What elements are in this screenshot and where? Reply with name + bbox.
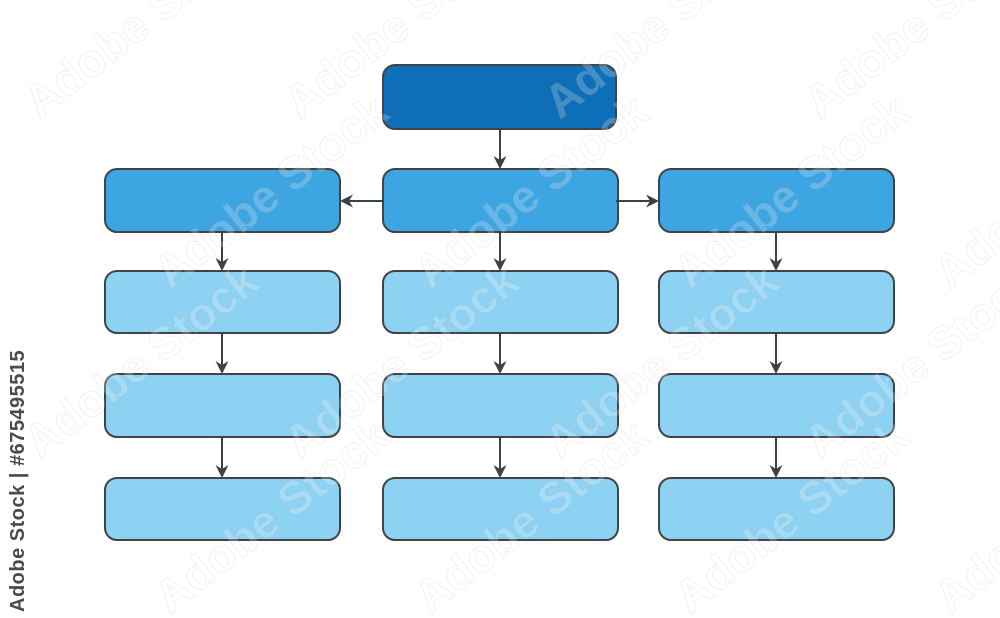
flow-arrowhead bbox=[493, 258, 507, 271]
flow-arrowhead bbox=[215, 361, 229, 374]
flowchart-box-center-step-1 bbox=[382, 270, 619, 334]
flow-arrowhead bbox=[493, 465, 507, 478]
flowchart-box-right-step-2 bbox=[658, 373, 895, 438]
flow-arrowhead bbox=[769, 465, 783, 478]
flowchart-arrows-layer bbox=[215, 129, 783, 478]
adobe-stock-watermark-tile: Adobe Stock bbox=[924, 409, 1000, 618]
adobe-stock-watermark-tile: Adobe Stock bbox=[924, 84, 1000, 298]
adobe-stock-watermark-tile: Adobe Stock bbox=[14, 0, 268, 128]
flowchart-box-right-step-1 bbox=[658, 270, 895, 334]
flowchart-box-root bbox=[382, 64, 617, 130]
flowchart-box-branch-center bbox=[382, 168, 619, 233]
flowchart-box-center-step-2 bbox=[382, 373, 619, 438]
flow-arrowhead bbox=[493, 156, 507, 169]
adobe-stock-watermark-tile: Adobe Stock bbox=[794, 0, 1000, 128]
flow-arrowhead bbox=[493, 361, 507, 374]
adobe-stock-id-watermark: Adobe Stock | #675495515 bbox=[7, 350, 29, 612]
flowchart-box-left-step-2 bbox=[104, 373, 341, 438]
flowchart-box-branch-left bbox=[104, 168, 341, 233]
flowchart-box-left-step-1 bbox=[104, 270, 341, 334]
flowchart-boxes-layer bbox=[104, 64, 895, 541]
flowchart-box-branch-right bbox=[658, 168, 895, 233]
flow-arrowhead bbox=[646, 194, 659, 208]
flow-arrowhead bbox=[769, 361, 783, 374]
flowchart-box-center-step-3 bbox=[382, 477, 619, 541]
flow-arrowhead bbox=[340, 194, 353, 208]
flowchart-box-left-step-3 bbox=[104, 477, 341, 541]
flow-arrowhead bbox=[215, 465, 229, 478]
flow-arrowhead bbox=[215, 258, 229, 271]
flow-arrowhead bbox=[769, 258, 783, 271]
flowchart-box-right-step-3 bbox=[658, 477, 895, 541]
